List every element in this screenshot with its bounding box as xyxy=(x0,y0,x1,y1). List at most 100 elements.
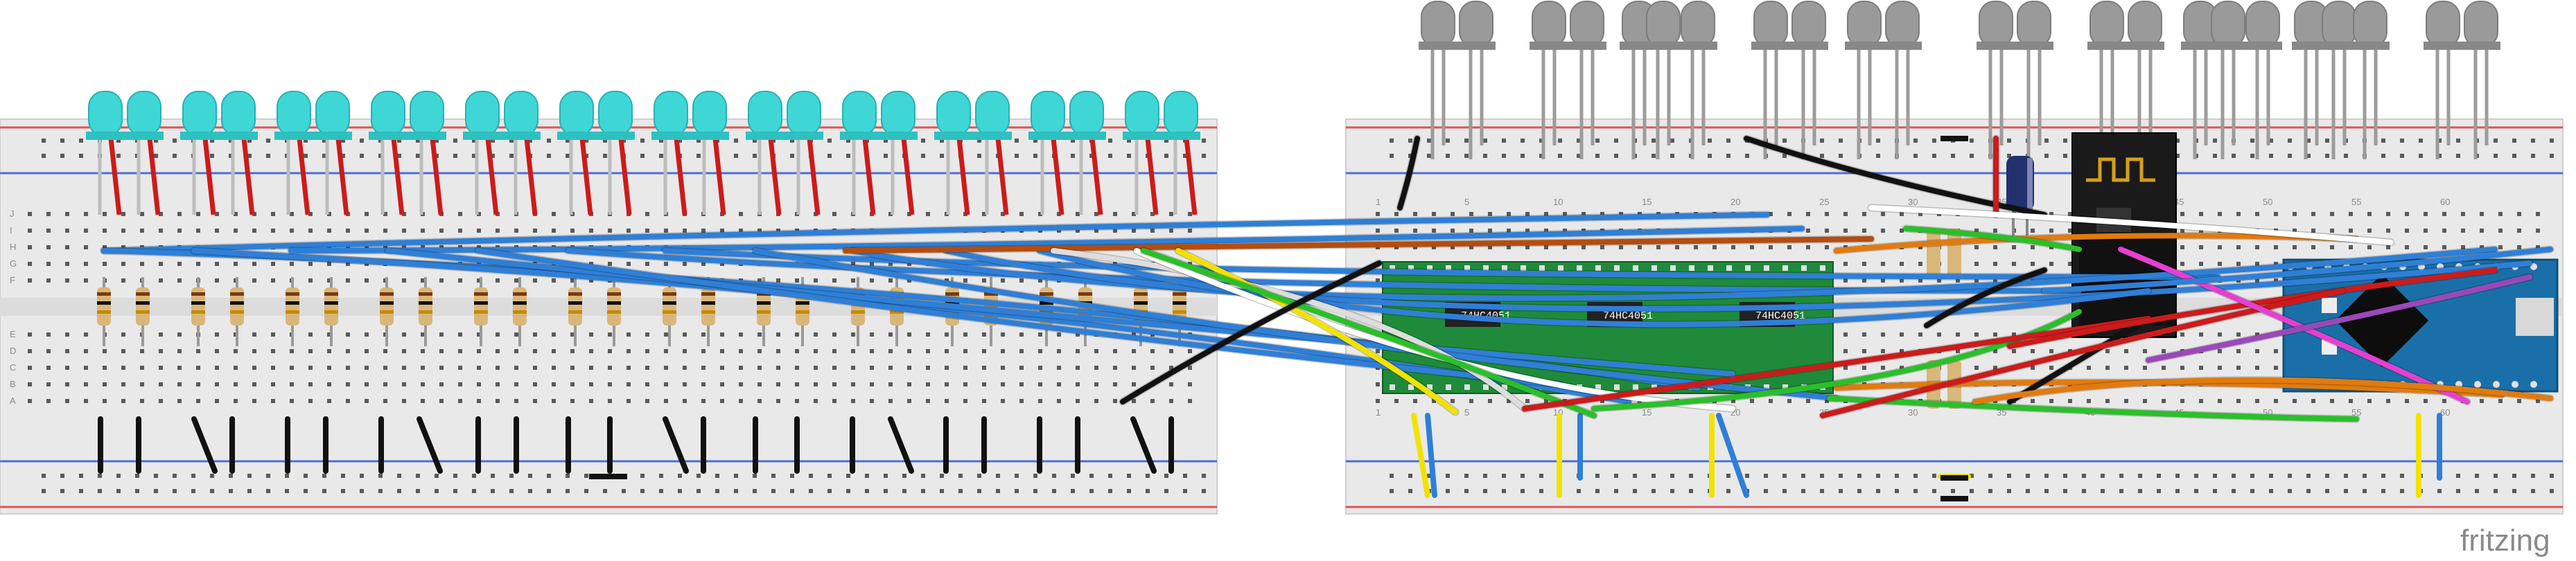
mux-pin xyxy=(1446,265,1451,271)
grey-led xyxy=(1753,1,1788,48)
breadboard-hole xyxy=(2124,349,2128,353)
breadboard-hole xyxy=(103,245,107,249)
rail-hole xyxy=(1670,474,1674,478)
rail-hole xyxy=(940,154,944,158)
breadboard-hole xyxy=(589,349,593,353)
rail-hole xyxy=(1483,474,1487,478)
resistor-band xyxy=(136,292,150,296)
breadboard-hole xyxy=(477,399,481,403)
breadboard-hole xyxy=(552,212,556,216)
breadboard-hole xyxy=(1169,399,1173,403)
breadboard-hole xyxy=(851,349,855,353)
breadboard-hole xyxy=(327,229,331,233)
column-number: 1 xyxy=(1376,197,1381,207)
breadboard-hole xyxy=(2405,229,2409,233)
breadboard-hole xyxy=(2180,245,2184,249)
led-rim xyxy=(2462,42,2500,50)
rail-hole xyxy=(1521,139,1525,143)
breadboard-hole xyxy=(2180,332,2184,337)
breadboard-hole xyxy=(514,399,518,403)
wire xyxy=(1924,267,2047,328)
rail-hole xyxy=(1595,139,1600,143)
rail-hole xyxy=(753,489,757,493)
breadboard-hole xyxy=(2255,262,2259,266)
breadboard-hole xyxy=(2049,349,2053,353)
rail-hole xyxy=(1951,154,1955,158)
rail-hole xyxy=(1820,139,1824,143)
breadboard-hole xyxy=(1993,366,1997,370)
rail-hole xyxy=(790,154,794,158)
led-rim xyxy=(651,132,690,140)
rail-hole xyxy=(378,139,383,143)
column-label: J xyxy=(10,208,15,219)
breadboard-hole xyxy=(1881,212,1885,216)
rail-hole xyxy=(2512,489,2516,493)
breadboard-hole xyxy=(1432,399,1436,403)
rail-hole xyxy=(285,474,289,478)
breadboard-hole xyxy=(2031,366,2035,370)
breadboard-hole xyxy=(2143,366,2147,370)
breadboard-hole xyxy=(1038,332,1042,337)
breadboard-hole xyxy=(1057,349,1061,353)
cyan-led-row xyxy=(86,91,1200,215)
long-wires xyxy=(100,134,2555,423)
mux-pin xyxy=(1726,265,1732,271)
rail-hole xyxy=(827,139,832,143)
breadboard-hole xyxy=(2386,229,2390,233)
rail-hole xyxy=(1970,139,1974,143)
breadboard-hole xyxy=(2068,399,2072,403)
rail-hole xyxy=(2550,474,2554,478)
breadboard-hole xyxy=(140,262,144,266)
rail-hole xyxy=(547,474,551,478)
breadboard-hole xyxy=(1376,399,1380,403)
led-rim xyxy=(973,132,1012,140)
rail-hole xyxy=(1651,489,1656,493)
breadboard-hole xyxy=(776,332,780,337)
grey-led-row xyxy=(1419,1,2500,159)
wire xyxy=(2042,247,2553,294)
resistor-band xyxy=(1040,310,1053,314)
rail-hole xyxy=(1033,474,1037,478)
resistor-band xyxy=(568,301,582,305)
rail-hole xyxy=(2194,489,2198,493)
breadboard-hole xyxy=(926,399,930,403)
rail-hole xyxy=(509,474,514,478)
column-label: E xyxy=(10,329,16,339)
breadboard-hole xyxy=(608,382,612,386)
rail-hole xyxy=(2269,489,2273,493)
breadboard-hole xyxy=(421,245,425,249)
cyan-led xyxy=(465,91,500,136)
breadboard-hole xyxy=(1094,229,1098,233)
rail-hole xyxy=(1895,474,1899,478)
breadboard-hole xyxy=(570,332,575,337)
rail-hole xyxy=(210,489,214,493)
rail-hole xyxy=(1052,474,1056,478)
breadboard-hole xyxy=(84,399,88,403)
rail-hole xyxy=(1614,489,1618,493)
grey-led xyxy=(1421,1,1455,48)
rail-hole xyxy=(1876,489,1880,493)
breadboard-hole xyxy=(2199,366,2203,370)
rail-hole xyxy=(809,489,813,493)
breadboard-hole xyxy=(421,349,425,353)
rail-hole xyxy=(2250,474,2254,478)
led-rim xyxy=(2209,42,2248,50)
cyan-led xyxy=(881,91,915,136)
rail-hole xyxy=(2475,489,2479,493)
breadboard-hole xyxy=(2218,332,2222,337)
rail-hole xyxy=(1633,489,1637,493)
breadboard-hole xyxy=(982,278,986,283)
breadboard-hole xyxy=(832,366,836,370)
breadboard-hole xyxy=(215,212,219,216)
cyan-led xyxy=(1069,91,1104,136)
breadboard-hole xyxy=(2480,245,2484,249)
rail-hole xyxy=(2494,474,2498,478)
rail-hole xyxy=(135,489,139,493)
breadboard-hole xyxy=(402,332,406,337)
mux-pin xyxy=(1764,265,1769,271)
breadboard-hole xyxy=(365,278,369,283)
breadboard-hole xyxy=(1993,229,1997,233)
breadboard-hole xyxy=(458,278,462,283)
breadboard-hole xyxy=(1956,349,1960,353)
